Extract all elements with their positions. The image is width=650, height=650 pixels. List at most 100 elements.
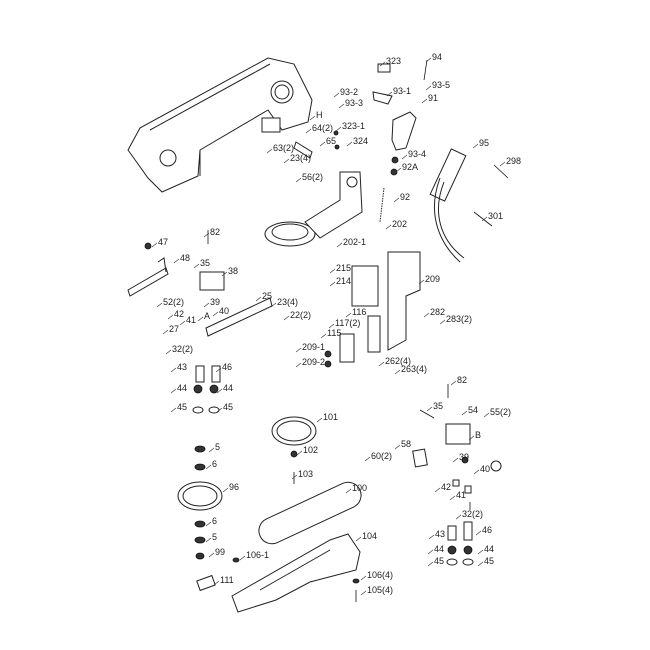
part-number-label: 101 <box>323 412 338 422</box>
leader-line <box>472 143 479 149</box>
leader-line <box>165 349 172 355</box>
part-number-label: 25 <box>262 291 272 301</box>
part-number-label: 111 <box>220 575 234 585</box>
leader-line <box>216 407 223 413</box>
leader-line <box>345 312 352 318</box>
leader-line <box>427 561 434 567</box>
leader-line <box>213 580 220 586</box>
part-number-label: 46 <box>222 362 232 372</box>
leader-line <box>425 85 432 91</box>
leader-line <box>283 158 290 164</box>
pulleys-belt <box>177 416 362 560</box>
leader-line <box>499 161 506 167</box>
part-number-label: 215 <box>336 263 351 273</box>
part-number-label: 298 <box>506 156 521 166</box>
part-number-label: 115 <box>327 328 341 338</box>
leader-line <box>316 417 323 423</box>
part-number-label: 27 <box>169 324 179 334</box>
part-number-label: 6 <box>212 516 217 526</box>
part-number-label: 301 <box>488 211 503 221</box>
leader-line <box>208 552 215 558</box>
leader-line <box>320 333 327 339</box>
part-number-label: 93-1 <box>393 86 411 96</box>
leader-line <box>170 407 177 413</box>
part-number-label: B <box>475 430 481 440</box>
part-number-label: 117(2) <box>335 318 360 328</box>
leader-line <box>364 456 371 462</box>
leader-line <box>283 315 290 321</box>
part-number-label: 54 <box>468 405 478 415</box>
part-number-label: 93-2 <box>340 87 358 97</box>
part-number-label: A <box>204 311 210 321</box>
part-number-label: 47 <box>158 237 168 247</box>
vise-assembly-right <box>412 384 502 566</box>
leader-line <box>455 514 462 520</box>
leader-line <box>266 148 273 154</box>
part-number-label: 48 <box>180 253 190 263</box>
part-number-label: 93-4 <box>408 149 426 159</box>
blade-cover <box>196 533 361 613</box>
leader-line <box>296 450 303 456</box>
leader-line <box>394 444 401 450</box>
leader-line <box>473 469 480 475</box>
part-number-label: 45 <box>223 402 233 412</box>
part-number-label: 42 <box>174 309 184 319</box>
part-number-label: 45 <box>434 556 444 566</box>
part-number-label: 23(4) <box>277 297 298 307</box>
part-number-label: 323 <box>386 56 401 66</box>
part-number-label: 92A <box>402 162 418 172</box>
leader-line <box>197 316 204 322</box>
part-number-label: 209-2 <box>302 357 325 367</box>
leader-line <box>345 488 352 494</box>
leader-line <box>203 232 210 238</box>
leader-line <box>450 380 457 386</box>
part-number-label: 45 <box>484 556 494 566</box>
part-number-label: 44 <box>434 544 444 554</box>
part-number-label: 82 <box>457 375 467 385</box>
part-number-label: 42 <box>441 482 451 492</box>
part-number-label: 5 <box>212 532 217 542</box>
part-number-label: 99 <box>215 547 225 557</box>
part-number-label: 44 <box>484 544 494 554</box>
part-number-label: 106(4) <box>367 570 393 580</box>
leader-line <box>336 242 343 248</box>
leader-line <box>328 323 335 329</box>
bow-frame <box>127 57 313 193</box>
leader-line <box>418 279 425 285</box>
leader-line <box>179 320 186 326</box>
leader-line <box>170 388 177 394</box>
part-number-label: 263(4) <box>401 364 427 374</box>
part-number-label: 22(2) <box>290 310 311 320</box>
leader-line <box>333 92 340 98</box>
leader-line <box>205 464 212 470</box>
leader-line <box>395 167 402 173</box>
part-number-label: 39 <box>459 452 469 462</box>
leader-line <box>338 103 345 109</box>
part-number-label: 104 <box>362 531 377 541</box>
part-number-label: 6 <box>212 459 217 469</box>
part-number-label: 52(2) <box>163 297 184 307</box>
leader-line <box>291 474 298 480</box>
part-number-label: 91 <box>428 93 438 103</box>
part-number-label: 63(2) <box>273 143 294 153</box>
part-number-label: 43 <box>435 529 445 539</box>
leader-line <box>173 258 180 264</box>
leader-line <box>295 347 302 353</box>
leader-line <box>151 242 158 248</box>
leader-line <box>221 271 228 277</box>
part-number-label: 45 <box>177 402 187 412</box>
switch-plates <box>324 251 421 368</box>
part-number-label: 323-1 <box>342 121 365 131</box>
leader-line <box>212 311 219 317</box>
leader-line <box>379 61 386 67</box>
part-number-label: 262(4) <box>385 356 411 366</box>
leader-line <box>481 216 488 222</box>
part-number-label: 40 <box>480 464 490 474</box>
part-number-label: 282 <box>430 307 445 317</box>
leader-line <box>162 329 169 335</box>
part-number-label: 102 <box>303 445 318 455</box>
part-number-label: 92 <box>400 192 410 202</box>
part-number-label: 32(2) <box>172 344 193 354</box>
